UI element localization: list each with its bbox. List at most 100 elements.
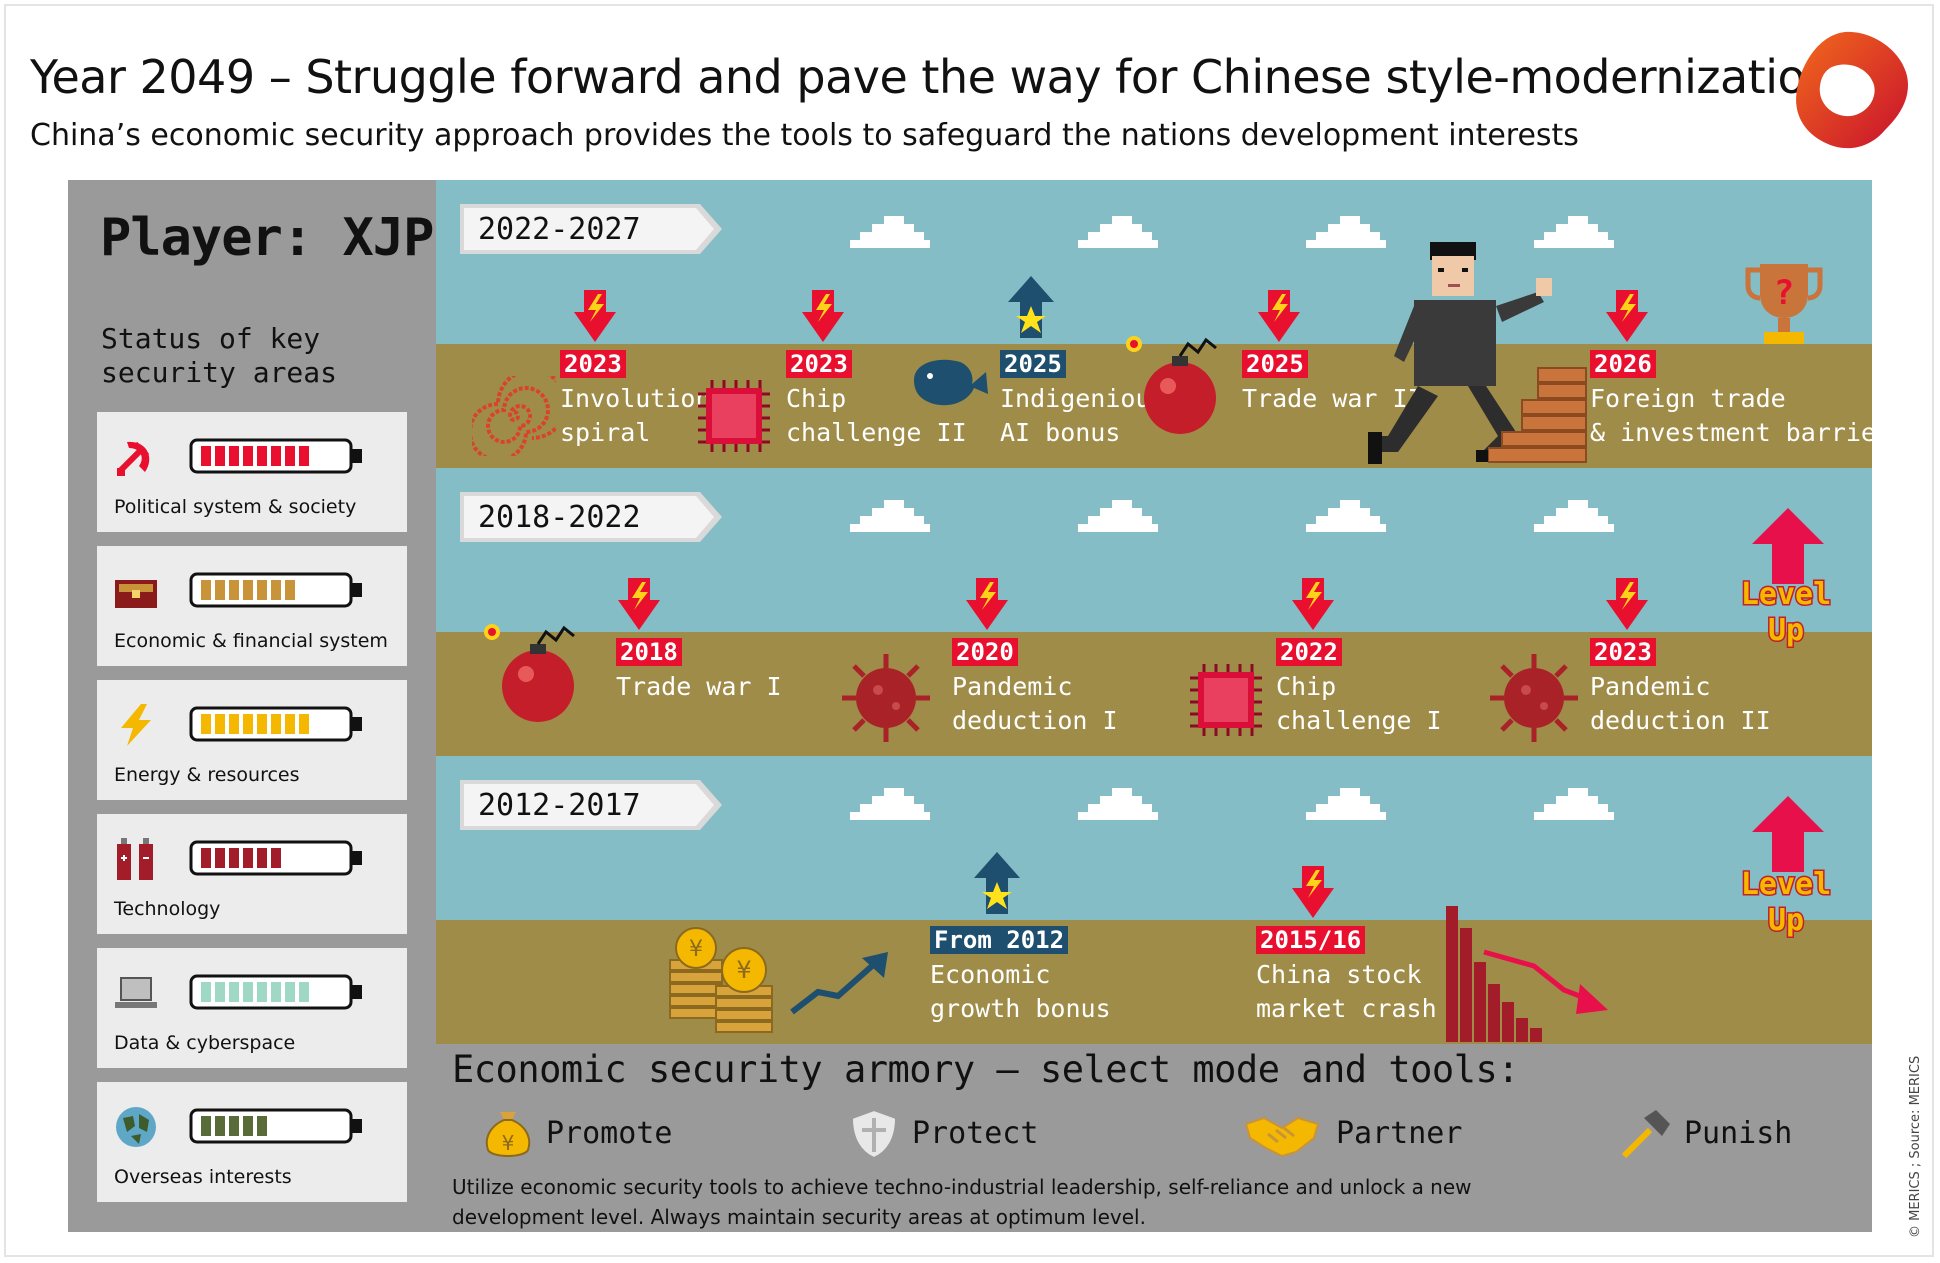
event-year: 2020: [952, 638, 1018, 666]
chip-icon: [698, 380, 770, 452]
bomb-icon: [1126, 336, 1217, 434]
gauge-segment: [229, 982, 239, 1002]
gauge-segment: [243, 1116, 253, 1136]
event-text: Foreign trade: [1590, 384, 1786, 413]
gauge-segment: [285, 714, 295, 734]
gauge-segment: [215, 1116, 225, 1136]
gauge-segment: [201, 446, 211, 466]
gauge-segment: [201, 1116, 211, 1136]
threat-arrow-icon: [1292, 866, 1334, 918]
tool-promote-button[interactable]: ¥ Promote: [482, 1108, 702, 1160]
bonus-arrow-icon: [1008, 276, 1054, 338]
gauge-segment: [229, 848, 239, 868]
gauge-segment: [271, 714, 281, 734]
security-area-economic: Economic & financial system: [97, 546, 407, 666]
figure-frame: [4, 4, 1934, 1257]
spiral-icon: [472, 376, 556, 456]
threat-arrow-icon: [1258, 290, 1300, 342]
threat-arrow-icon: [966, 578, 1008, 630]
security-area-label: Economic & financial system: [114, 630, 388, 652]
lightning-icon: [121, 704, 151, 746]
hammer-icon: [1621, 1110, 1670, 1159]
hammer-sickle-icon: [117, 441, 150, 476]
gauge-segment: [229, 580, 239, 600]
event-year: 2015/16: [1256, 926, 1366, 954]
gauge-segment: [271, 982, 281, 1002]
security-area-label: Technology: [114, 898, 221, 920]
gauge-segment: [257, 1116, 267, 1136]
trend-up-arrow-icon: [790, 952, 888, 1015]
event-text: Chip: [786, 384, 847, 413]
gauge-segment: [201, 714, 211, 734]
whale-icon: [914, 359, 988, 406]
cloud-icon: [850, 500, 930, 532]
event-text: growth bonus: [930, 994, 1111, 1023]
event-year: 2023: [560, 350, 626, 378]
cloud-icon: [1306, 788, 1386, 820]
gauge-segment: [299, 446, 309, 466]
event-text: Pandemic: [1590, 672, 1711, 701]
tool-partner-button[interactable]: Partner: [1244, 1108, 1464, 1160]
handshake-icon: [1244, 1116, 1320, 1158]
gauge-segment: [243, 848, 253, 868]
era-label-2018-2022: 2018-2022: [460, 488, 726, 546]
runner-figure: [1368, 242, 1552, 464]
cloud-icon: [1534, 788, 1614, 820]
status-gauge: [189, 1108, 362, 1144]
event-text: deduction II: [1590, 706, 1771, 735]
gauge-segment: [271, 580, 281, 600]
event-year: 2025: [1242, 350, 1308, 378]
status-gauge: [189, 706, 362, 742]
svg-text:¥: ¥: [502, 1131, 515, 1155]
threat-arrow-icon: [1606, 578, 1648, 630]
gauge-segment: [285, 446, 295, 466]
event-text: AI bonus: [1000, 418, 1121, 447]
gauge-segment: [215, 580, 225, 600]
tool-protect-button[interactable]: Protect: [848, 1108, 1068, 1160]
event-text: Trade war II: [1242, 384, 1423, 413]
event-text: Indigenious: [1000, 384, 1166, 413]
virus-icon: [842, 654, 930, 742]
event-year: 2026: [1590, 350, 1656, 378]
event-text: China stock: [1256, 960, 1422, 989]
threat-arrow-icon: [802, 290, 844, 342]
event-year: 2023: [786, 350, 852, 378]
security-area-label: Data & cyberspace: [114, 1032, 296, 1054]
gauge-segment: [215, 848, 225, 868]
chip-icon: [1190, 664, 1262, 736]
svg-text:?: ?: [1774, 273, 1794, 313]
gauge-segment: [299, 714, 309, 734]
game-panel: Player: XJP Status of key security areas…: [68, 180, 1906, 1232]
gauge-segment: [271, 446, 281, 466]
market-crash-icon: [1446, 906, 1608, 1042]
tool-punish-button[interactable]: Punish: [1620, 1108, 1810, 1160]
bomb-icon: [484, 624, 575, 722]
armory-title: Economic security armory – select mode a…: [452, 1048, 1520, 1091]
brick-stairs: [1488, 367, 1587, 463]
security-area-label: Overseas interests: [114, 1166, 292, 1188]
event-text: spiral: [560, 418, 651, 447]
tool-label: Partner: [1336, 1116, 1463, 1151]
gauge-segment: [243, 982, 253, 1002]
gauge-segment: [257, 580, 267, 600]
tool-label: Punish: [1684, 1116, 1793, 1151]
security-area-energy: Energy & resources: [97, 680, 407, 800]
cloud-icon: [1306, 500, 1386, 532]
treasure-chest-icon: [115, 580, 157, 608]
cloud-icon: [1078, 216, 1158, 248]
gauge-segment: [201, 848, 211, 868]
tool-label: Promote: [546, 1116, 673, 1151]
threat-arrow-icon: [618, 578, 660, 630]
status-gauge: [189, 572, 362, 608]
level-up-arrow-icon: [1752, 796, 1824, 872]
cloud-icon: [1078, 788, 1158, 820]
level-up-badge: Level Up: [1739, 576, 1832, 650]
gauge-segment: [201, 982, 211, 1002]
event-text: Economic: [930, 960, 1051, 989]
armory-instructions: Utilize economic security tools to achie…: [452, 1175, 1472, 1229]
event-text: Pandemic: [952, 672, 1073, 701]
gauge-segment: [215, 714, 225, 734]
status-gauge: [189, 438, 362, 474]
security-area-overseas: Overseas interests: [97, 1082, 407, 1202]
era-text: 2012-2017: [478, 788, 641, 823]
